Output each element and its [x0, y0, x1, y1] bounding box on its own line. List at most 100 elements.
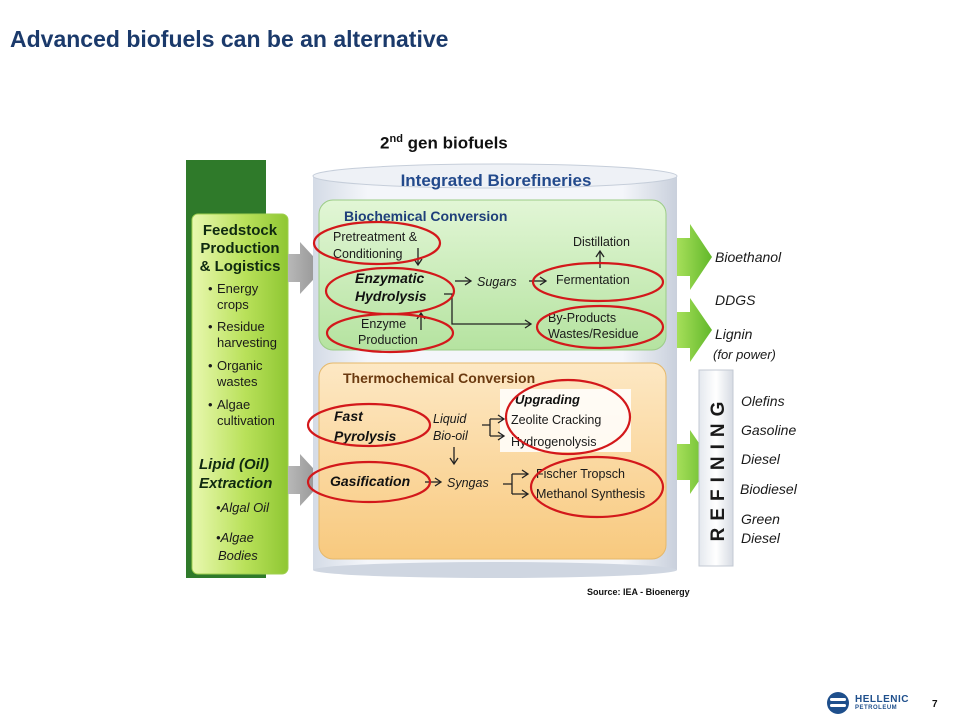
- arrow-lignin: [677, 298, 712, 362]
- fischer-tropsch-label: Fischer Tropsch: [536, 467, 625, 481]
- gasoline-label: Gasoline: [741, 422, 796, 438]
- page-number: 7: [932, 699, 938, 710]
- syngas-label: Syngas: [447, 476, 489, 490]
- hellenic-petroleum-logo-icon: [827, 692, 849, 714]
- circle-pyrolysis: [306, 402, 432, 448]
- biorefineries-title: Integrated Biorefineries: [401, 171, 592, 190]
- upgrading-title: Upgrading: [515, 392, 580, 407]
- arrowhead: [449, 457, 459, 466]
- biorefinery-cylinder-base: [313, 562, 677, 578]
- production-label: Production: [358, 333, 418, 347]
- lipid-item-line: •Algal Oil: [216, 500, 270, 515]
- thermo-bold-labels: Fast Pyrolysis Gasification Upgrading: [330, 392, 580, 489]
- circle-synthesis: [529, 455, 665, 519]
- gasification-label: Gasification: [330, 473, 410, 489]
- enzymatic-hydrolysis: Enzymatic Hydrolysis: [355, 270, 427, 304]
- arrowhead: [413, 258, 423, 267]
- distillation-label: Distillation: [573, 235, 630, 249]
- refined-fuels: Olefins Gasoline Diesel Biodiesel Green …: [740, 393, 798, 546]
- circle-pretreatment: [312, 220, 442, 266]
- arrowhead: [497, 414, 506, 424]
- diesel-label: Diesel: [741, 451, 781, 467]
- conditioning-label: Conditioning: [333, 247, 403, 261]
- circle-fermentation: [531, 261, 665, 303]
- liquid-label: Liquid: [433, 412, 467, 426]
- methanol-synthesis-label: Methanol Synthesis: [536, 487, 645, 501]
- lipid-item-line: •Algae: [216, 530, 254, 545]
- feedstock-title-line-3: & Logistics: [200, 258, 281, 275]
- feedstock-title-line-2: Production: [200, 240, 279, 257]
- refining-label: REFINING: [708, 395, 729, 542]
- bioethanol-label: Bioethanol: [715, 249, 782, 265]
- heading-main: 2: [380, 133, 390, 153]
- lignin-label: Lignin: [715, 326, 753, 342]
- biorefinery-cylinder-top: [312, 163, 678, 189]
- arrowhead: [595, 249, 605, 258]
- biooil-label: Bio-oil: [433, 429, 469, 443]
- logo-line-1: HELLENIC: [855, 694, 909, 705]
- bracket-upgrading: [482, 418, 503, 437]
- feedstock-panel: [191, 213, 289, 575]
- thermo-labels: Liquid Bio-oil Zeolite Cracking Hydrogen…: [433, 412, 645, 501]
- diagram-heading: 2nd gen biofuels: [380, 133, 508, 154]
- logo-line-2: PETROLEUM: [855, 705, 898, 711]
- lipid-item-line: Bodies: [218, 548, 258, 563]
- feedstock-item-line: Energy: [217, 281, 259, 296]
- pyrolysis-label: Pyrolysis: [334, 428, 396, 444]
- feedstock-bullet: •: [208, 397, 213, 412]
- feedstock-arrow-biochem: [288, 242, 324, 294]
- arrowhead: [464, 276, 473, 286]
- arrowhead: [497, 431, 506, 441]
- biodiesel-label: Biodiesel: [740, 481, 798, 497]
- feedstock-item-line: Organic: [217, 358, 263, 373]
- arrowhead: [521, 469, 530, 479]
- biochem-arrows: [413, 248, 605, 330]
- heading-sup: nd: [389, 133, 403, 145]
- biochem-labels: Pretreatment & Conditioning Distillation…: [333, 230, 639, 347]
- bio-outputs: Bioethanol DDGS Lignin (for power): [713, 249, 782, 362]
- heading-rest: gen biofuels: [402, 133, 508, 153]
- hydrogenolysis-label: Hydrogenolysis: [511, 435, 596, 449]
- feedstock-arrow-thermo: [288, 454, 324, 506]
- lipid-title-line-2: Extraction: [199, 475, 272, 492]
- company-logo: HELLENIC PETROLEUM: [827, 692, 909, 714]
- circle-upgrading: [504, 378, 632, 456]
- zeolite-label: Zeolite Cracking: [511, 413, 601, 427]
- lignin-note: (for power): [713, 347, 776, 362]
- slide-title: Advanced biofuels can be an alternative: [10, 26, 449, 52]
- feedstock-item-line: harvesting: [217, 335, 277, 350]
- feedstock-item-line: cultivation: [217, 413, 275, 428]
- bracket-synthesis: [503, 473, 527, 495]
- feedstock-bullet: •: [208, 281, 213, 296]
- fast-label: Fast: [334, 408, 364, 424]
- hydrolysis-label: Hydrolysis: [355, 288, 427, 304]
- thermo-arrows: [425, 414, 530, 499]
- lipid-title-line-1: Lipid (Oil): [199, 456, 269, 473]
- ddgs-label: DDGS: [715, 292, 756, 308]
- lipid-title: Lipid (Oil) Extraction: [199, 456, 272, 492]
- arrowhead: [539, 276, 548, 286]
- arrow-bioethanol: [677, 224, 712, 290]
- feedstock-item-line: Residue: [217, 319, 265, 334]
- circle-enzyme: [325, 312, 455, 354]
- feedstock-title-line-1: Feedstock: [203, 222, 278, 239]
- lipid-items: •Algal Oil •Algae Bodies: [216, 500, 270, 563]
- biochemical-title: Biochemical Conversion: [344, 208, 507, 224]
- feedstock-bullet: •: [208, 358, 213, 373]
- feedstock-title: Feedstock Production & Logistics: [200, 222, 281, 275]
- circle-byproducts: [535, 304, 665, 350]
- green-diesel-label: Diesel: [741, 530, 781, 546]
- feedstock-items: • Energy crops • Residue harvesting • Or…: [208, 281, 277, 428]
- thermochemical-title: Thermochemical Conversion: [343, 370, 535, 386]
- arrow-byproducts: [444, 293, 530, 325]
- arrowhead: [521, 489, 530, 499]
- arrowhead: [524, 319, 533, 329]
- feedstock-bullet: •: [208, 319, 213, 334]
- enzymatic-label: Enzymatic: [355, 270, 424, 286]
- feedstock-item-line: crops: [217, 297, 249, 312]
- circle-gasification: [306, 460, 432, 504]
- source-note: Source: IEA - Bioenergy: [587, 587, 690, 597]
- arrow-refining: [677, 430, 712, 494]
- wastes-label: Wastes/Residue: [548, 327, 639, 341]
- refining-bar: [698, 369, 734, 567]
